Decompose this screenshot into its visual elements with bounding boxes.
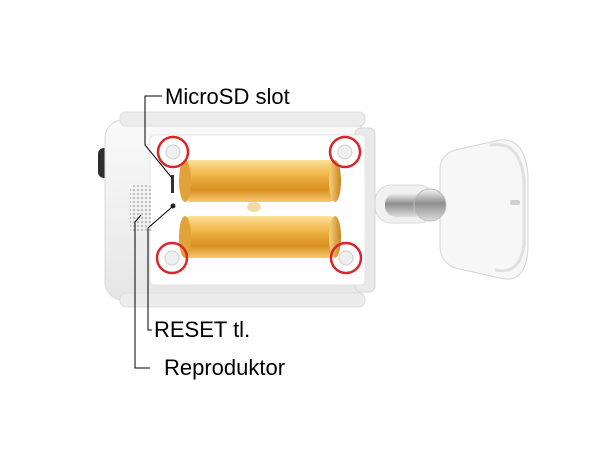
battery-bottom xyxy=(179,216,341,258)
speaker-leader-line xyxy=(134,214,150,369)
screw-bottom-right xyxy=(329,241,363,275)
speaker-label: Reproduktor xyxy=(164,355,286,380)
reset-leader-line xyxy=(147,206,173,331)
microsd-leader-line xyxy=(144,95,173,179)
microsd-label: MicroSD slot xyxy=(165,84,290,109)
battery-top xyxy=(179,160,341,202)
screw-top-right xyxy=(328,135,362,169)
wall-mount xyxy=(374,139,529,280)
speaker-grille xyxy=(130,185,152,233)
status-led xyxy=(247,202,261,212)
microsd-slot xyxy=(171,175,174,193)
screw-bottom-left xyxy=(155,241,189,275)
screw-top-left xyxy=(156,135,190,169)
reset-label: RESET tl. xyxy=(154,317,251,342)
